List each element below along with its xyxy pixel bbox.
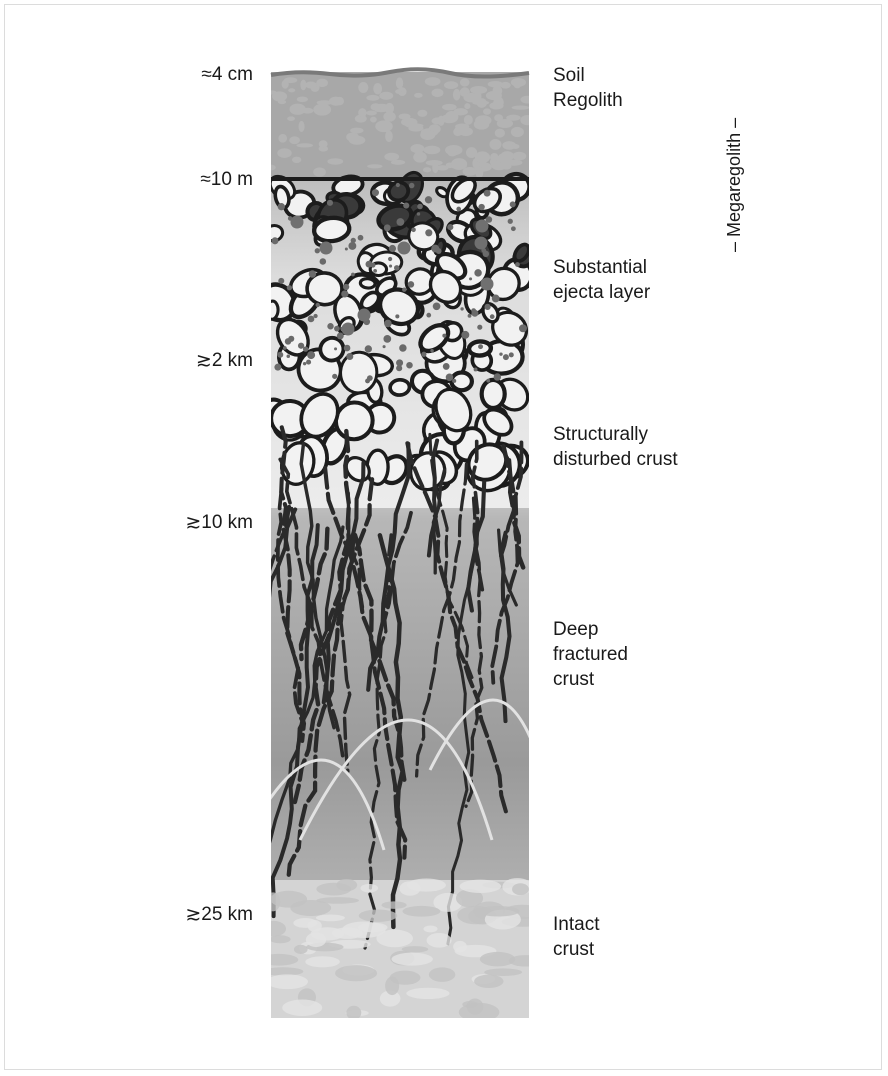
layer-label-ejecta: Substantial ejecta layer — [553, 255, 650, 305]
depth-label-25km: ≳25 km — [185, 904, 253, 926]
layer-label-intact-crust: Intact crust — [553, 912, 599, 962]
layer-label-deep-fractured-crust: Deep fractured crust — [553, 617, 628, 692]
depth-label-2km: ≳2 km — [196, 350, 253, 372]
depth-label-10m: ≈10 m — [200, 169, 253, 191]
layer-label-soil-regolith: Soil Regolith — [553, 63, 623, 113]
depth-label-10km: ≳10 km — [185, 512, 253, 534]
megaregolith-label: – Megaregolith – — [724, 118, 744, 252]
layer-label-disturbed-crust: Structurally disturbed crust — [553, 422, 678, 472]
depth-label-4cm: ≈4 cm — [201, 64, 253, 86]
